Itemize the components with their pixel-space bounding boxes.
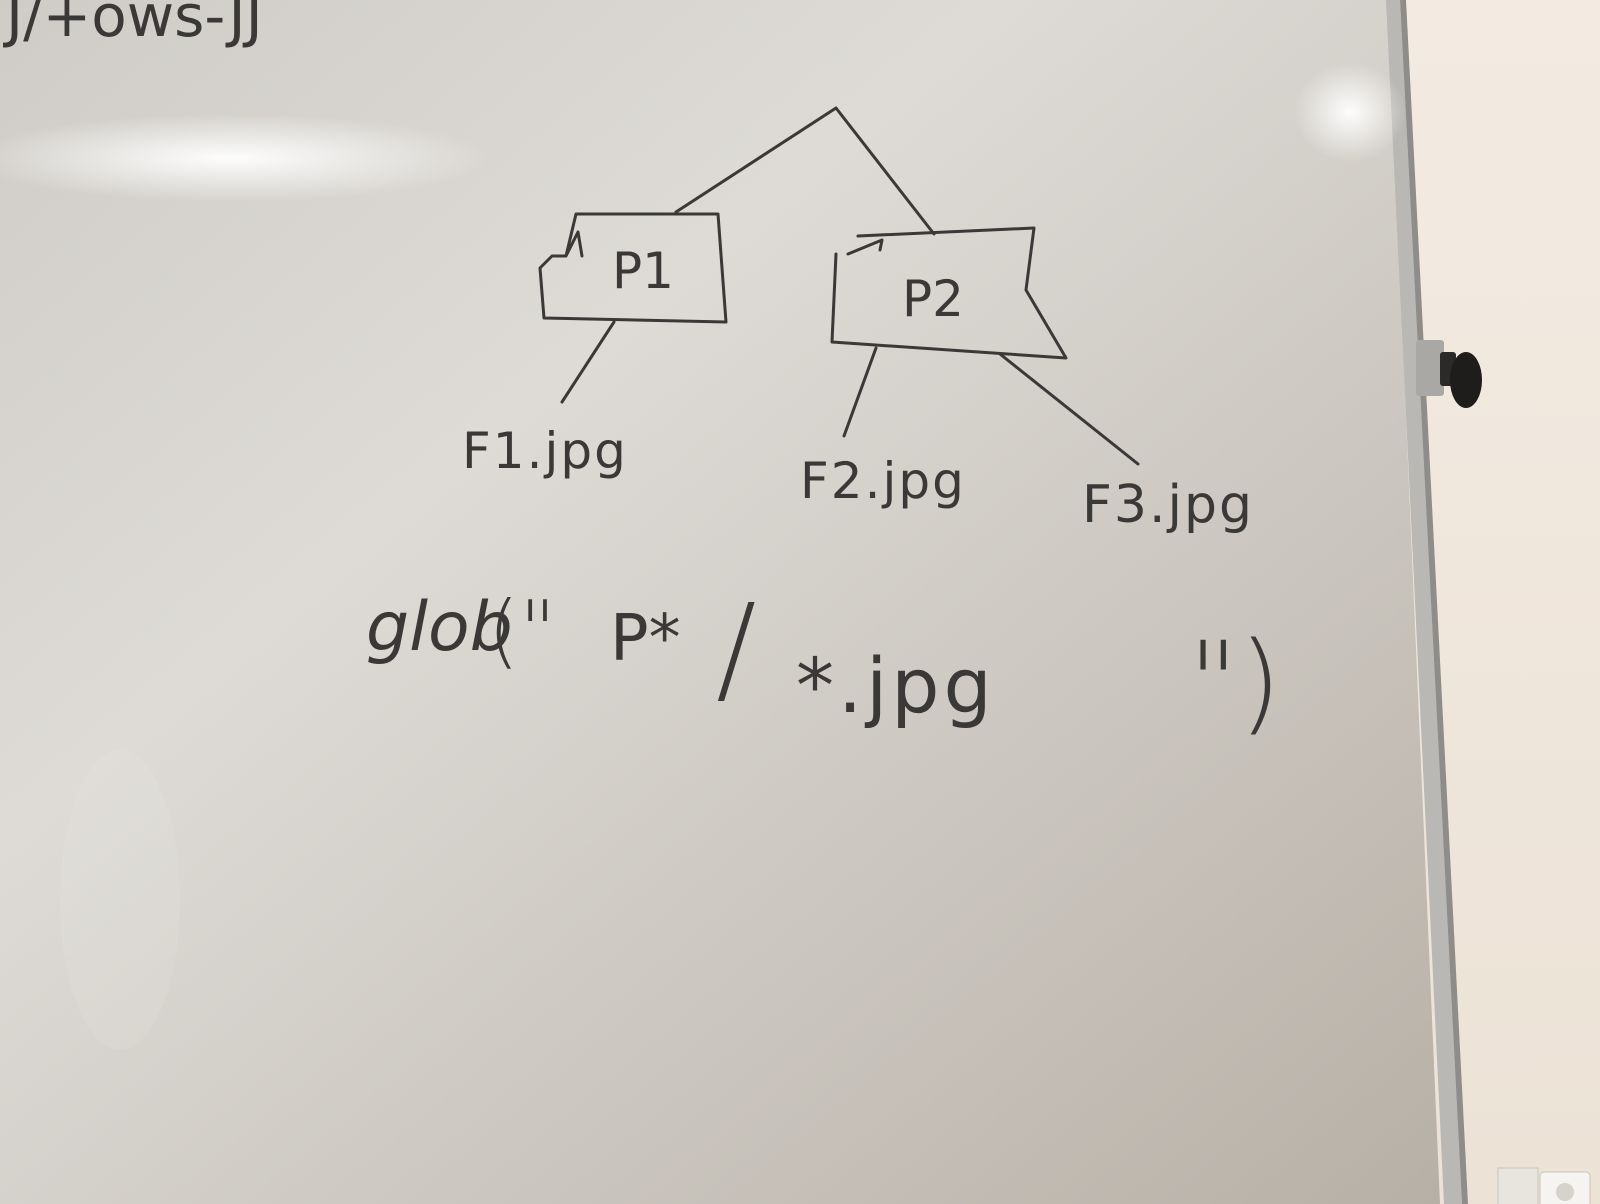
leaf-f3: F3.jpg <box>1082 475 1254 535</box>
leaf-f1: F1.jpg <box>462 422 628 480</box>
node-label-p1: P1 <box>612 242 674 300</box>
tree-edges <box>560 106 1140 466</box>
node-label-p2: P2 <box>902 270 964 328</box>
light-glare <box>1294 62 1406 162</box>
wall-socket <box>1497 1167 1591 1204</box>
light-glare <box>0 114 490 202</box>
board-frame <box>1386 0 1462 1204</box>
formula-open: (" <box>488 584 556 677</box>
formula-func: glob <box>366 588 513 667</box>
board-surface <box>0 0 1440 1204</box>
light-reflection <box>60 750 180 1050</box>
leaf-f2: F2.jpg <box>800 452 966 510</box>
formula-file-pattern: *.jpg <box>796 641 996 730</box>
folder-p1: P1 <box>538 212 728 324</box>
glob-formula: glob (" P* / *.jpg ") <box>366 580 1282 746</box>
board-frame-shadow <box>1400 0 1468 1204</box>
folder-p2: P2 <box>830 226 1068 360</box>
board-clamp <box>1416 340 1482 408</box>
formula-slash: / <box>716 580 756 719</box>
formula-dir-pattern: P* <box>610 602 681 676</box>
top-scrawl: J/+ows-JJ <box>3 0 263 50</box>
formula-close: ") <box>1188 618 1282 746</box>
